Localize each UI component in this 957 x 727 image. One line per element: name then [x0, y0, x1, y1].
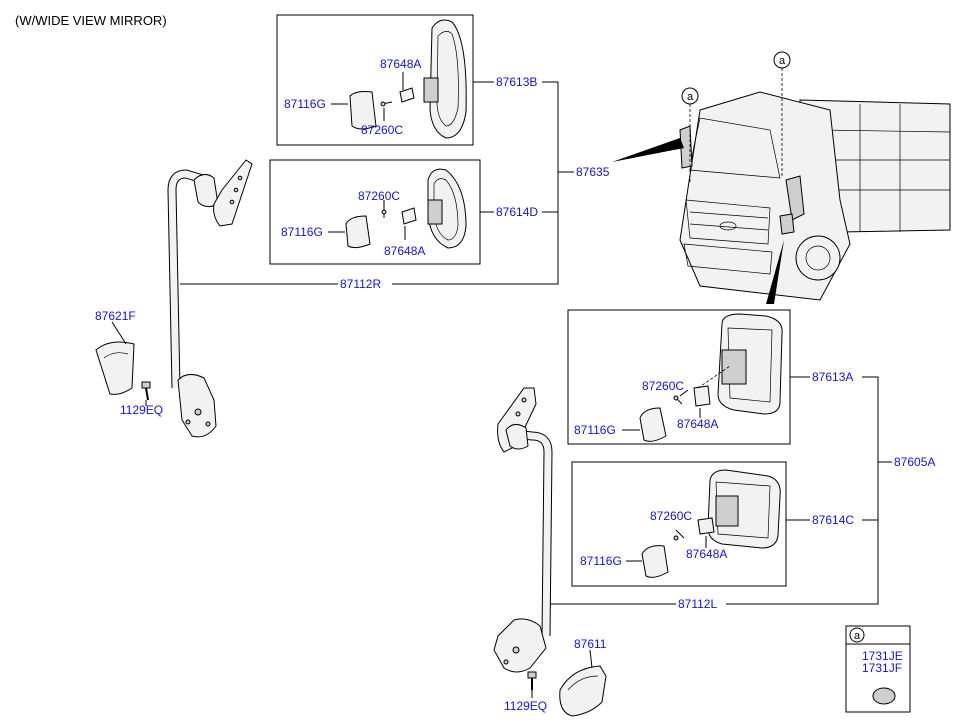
label-87621F[interactable]: 87621F — [95, 309, 136, 323]
svg-text:a: a — [687, 91, 694, 103]
upper-mount-plate — [213, 159, 253, 227]
label-87112R[interactable]: 87112R — [340, 277, 381, 291]
mirror-head — [429, 19, 467, 139]
label-87613B[interactable]: 87613B — [496, 75, 537, 89]
bracket-87648A — [399, 87, 415, 103]
label-87260C[interactable]: 87260C — [361, 123, 403, 137]
truck-grille — [685, 199, 771, 245]
truck-bumper — [683, 243, 773, 275]
label-1731JE[interactable]: 1731JE — [862, 649, 903, 663]
pointer-wedge-right — [612, 138, 684, 162]
diagram-header: (W/WIDE VIEW MIRROR) — [15, 13, 167, 28]
cover-87621F: 87621F — [95, 309, 136, 395]
legend-box: a 1731JE 1731JF — [845, 625, 911, 713]
label-87605A[interactable]: 87605A — [894, 455, 935, 469]
svg-text:a: a — [854, 630, 861, 642]
callout-a-1 — [681, 87, 699, 105]
label-87613A[interactable]: 87613A — [812, 370, 853, 384]
right-stay-arm — [167, 159, 253, 438]
label-87112L[interactable]: 87112L — [678, 597, 717, 611]
upper-mount-bracket — [193, 174, 219, 208]
label-87648A-lower[interactable]: 87648A — [384, 244, 425, 258]
legend-marker — [849, 627, 865, 643]
label-87635[interactable]: 87635 — [576, 165, 610, 179]
truck-illustration: a a — [612, 51, 951, 304]
truck-left-mirror — [679, 125, 693, 169]
cover-87611: 87611 — [559, 637, 607, 717]
svg-text:a: a — [779, 55, 786, 67]
label-87260C-left[interactable]: 87260C — [642, 379, 684, 393]
label-87116G-lower[interactable]: 87116G — [281, 225, 323, 239]
mirror-head-left — [717, 313, 783, 415]
cover-87116G — [349, 91, 377, 130]
right-mirror-lower-group: 87260C 87116G 87648A 87614D — [269, 159, 538, 265]
truck-right-mirror — [785, 175, 805, 221]
label-1731JF[interactable]: 1731JF — [862, 661, 902, 675]
left-mirror-lower-group: 87260C 87116G 87648A 87614C — [571, 461, 854, 587]
label-87116G-left[interactable]: 87116G — [574, 423, 616, 437]
mirror-back-bracket — [423, 77, 439, 103]
truck-wheel — [795, 235, 841, 281]
left-stay-arm — [493, 387, 553, 673]
label-1129EQ[interactable]: 1129EQ — [120, 403, 163, 417]
lower-mount-base-left — [493, 618, 547, 673]
cover-87116G-left-lower — [641, 545, 669, 578]
left-mirror-upper-group: 87260C 87116G 87648A 87613A — [567, 309, 853, 445]
label-87116G[interactable]: 87116G — [284, 97, 326, 111]
assembly-box-87613B — [276, 14, 474, 146]
label-87611[interactable]: 87611 — [574, 637, 607, 651]
lower-mount-base — [177, 374, 217, 438]
pointer-wedge-left — [766, 240, 784, 304]
cover-87116G-left — [639, 407, 667, 442]
label-87648A-left-lower[interactable]: 87648A — [686, 547, 727, 561]
label-87648A-left[interactable]: 87648A — [677, 417, 718, 431]
wide-mirror-head-left — [707, 469, 781, 549]
callout-a-2 — [773, 51, 791, 69]
label-87614D[interactable]: 87614D — [496, 205, 538, 219]
bracket-87648A-lower — [401, 207, 417, 225]
bolt-1129EQ-left: 1129EQ — [504, 671, 547, 713]
plug-1731J — [872, 687, 896, 705]
bracket-87648A-left — [693, 385, 711, 407]
label-1129EQ-left[interactable]: 1129EQ — [504, 699, 547, 713]
bracket-87648A-left-lower — [697, 517, 715, 535]
assembly-box-87614C — [571, 461, 787, 587]
bolt-1129EQ: 1129EQ — [120, 381, 163, 417]
label-87614C[interactable]: 87614C — [812, 513, 854, 527]
label-87260C-lower[interactable]: 87260C — [358, 189, 400, 203]
label-87648A[interactable]: 87648A — [380, 57, 421, 71]
label-87260C-left-lower[interactable]: 87260C — [650, 509, 692, 523]
cover-87116G-lower — [345, 215, 371, 249]
label-87116G-left-lower[interactable]: 87116G — [580, 554, 622, 568]
right-mirror-upper-group: 87648A 87116G 87260C 87613B — [276, 14, 537, 146]
